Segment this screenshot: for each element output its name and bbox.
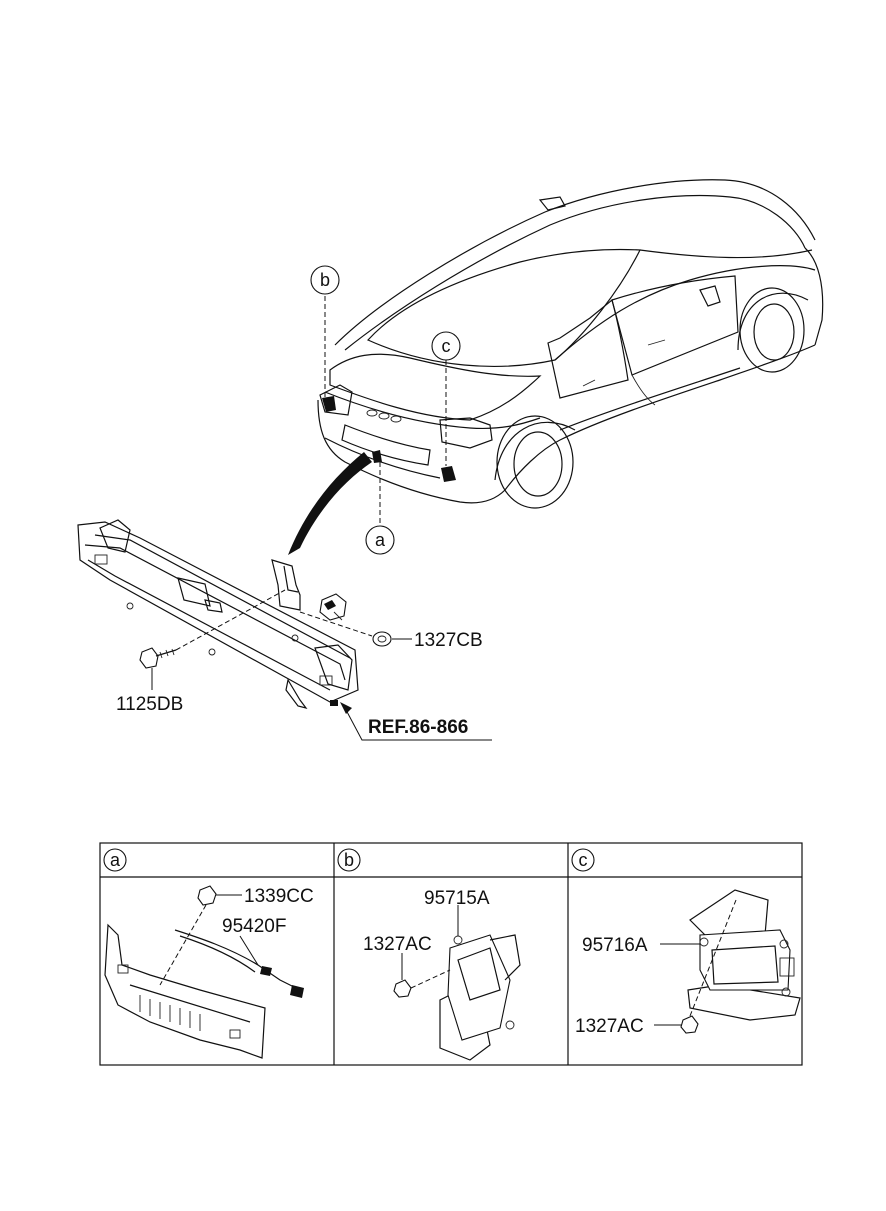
rear-sensor <box>319 593 347 621</box>
bolt-1125db <box>139 647 177 669</box>
table-header-b: b <box>337 848 361 872</box>
callout-b-marker: b <box>310 265 340 295</box>
panel-c-illustration <box>680 889 801 1034</box>
label-1327ac-b: 1327AC <box>363 934 432 955</box>
label-95715a: 95715A <box>424 888 490 909</box>
svg-text:a: a <box>110 850 121 870</box>
callout-a-marker: a <box>365 525 395 555</box>
detail-table <box>99 842 803 1066</box>
svg-text:c: c <box>442 336 451 356</box>
direction-arrow <box>288 452 372 555</box>
panel-b-illustration <box>393 934 521 1061</box>
label-1327cb: 1327CB <box>414 630 483 651</box>
car-illustration <box>317 179 824 509</box>
label-1339cc: 1339CC <box>244 886 314 907</box>
table-header-c: c <box>571 848 595 872</box>
table-header-a: a <box>103 848 127 872</box>
label-1125db: 1125DB <box>116 694 183 715</box>
ref-86-866: REF.86-866 <box>368 717 468 738</box>
svg-text:b: b <box>320 270 330 290</box>
grommet-1327cb <box>372 631 392 647</box>
rear-bumper-beam <box>77 519 359 709</box>
sensor-bracket <box>271 559 301 611</box>
label-1327ac-c: 1327AC <box>575 1016 644 1037</box>
svg-text:a: a <box>375 530 386 550</box>
svg-text:c: c <box>579 850 588 870</box>
label-95716a: 95716A <box>582 935 648 956</box>
svg-text:b: b <box>344 850 354 870</box>
label-95420f: 95420F <box>222 916 286 937</box>
callout-c-marker: c <box>431 331 461 361</box>
panel-a-illustration <box>104 885 304 1059</box>
